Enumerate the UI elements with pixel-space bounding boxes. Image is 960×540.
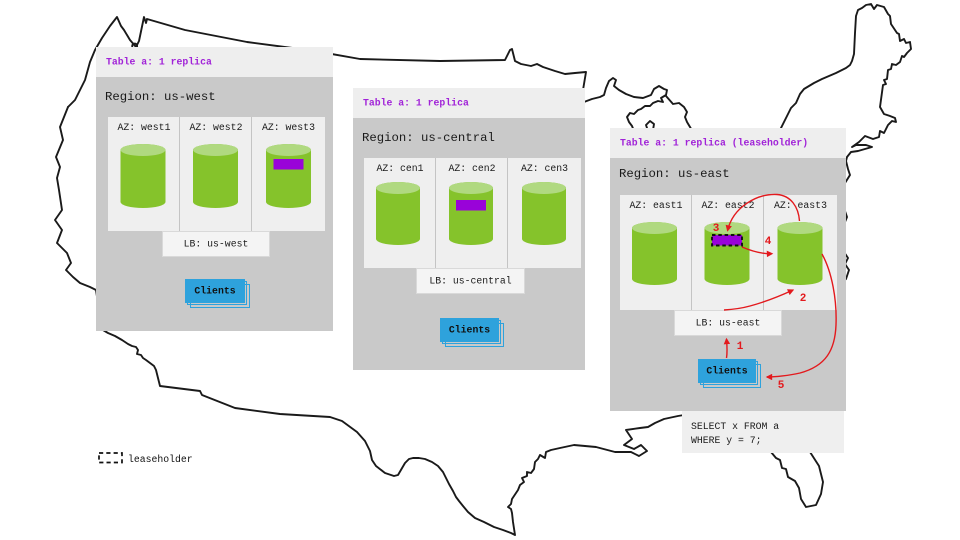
- svg-text:5: 5: [778, 380, 785, 392]
- svg-text:4: 4: [765, 236, 772, 248]
- svg-text:1: 1: [737, 341, 744, 353]
- svg-text:3: 3: [713, 223, 720, 235]
- svg-text:2: 2: [800, 293, 807, 305]
